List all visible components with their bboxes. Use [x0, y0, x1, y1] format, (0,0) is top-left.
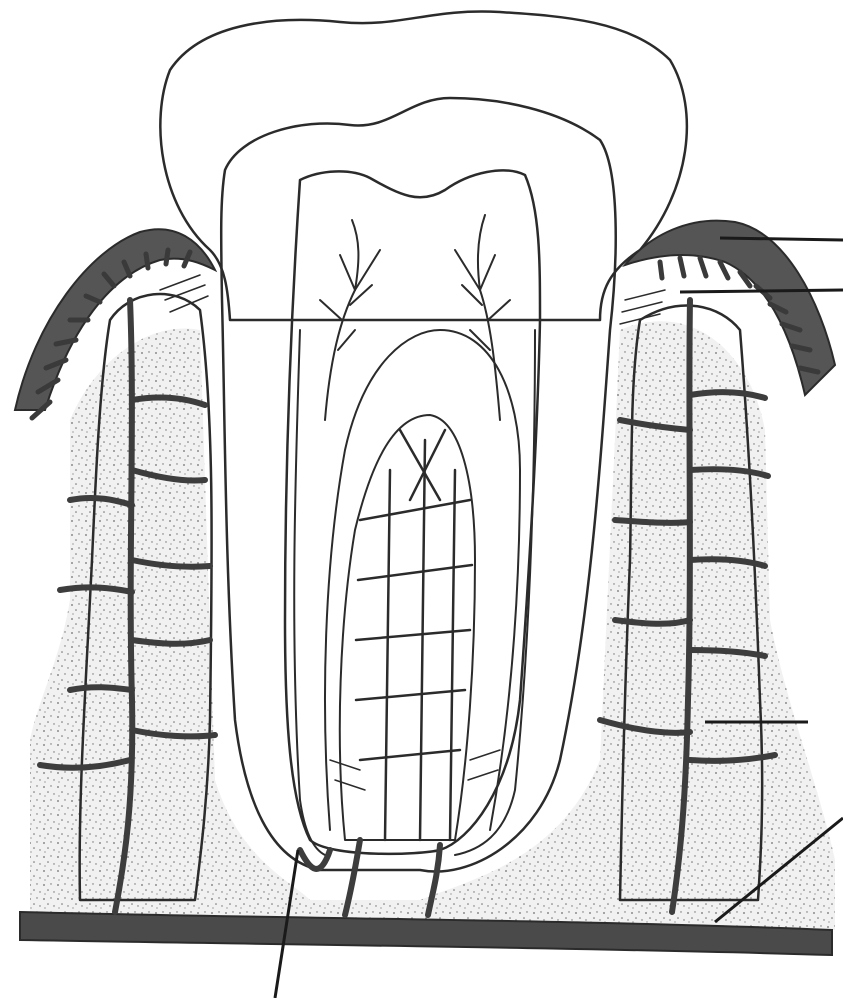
periodontal-fiber-leader — [680, 290, 843, 292]
gum-leader — [720, 238, 843, 240]
interradicular-trabeculae — [356, 430, 472, 840]
canal-left-outer — [294, 330, 325, 855]
canal-right-outer — [455, 330, 535, 855]
enamel-crown — [160, 11, 687, 320]
pulp-nerves — [320, 215, 510, 420]
bone-base — [30, 321, 835, 930]
